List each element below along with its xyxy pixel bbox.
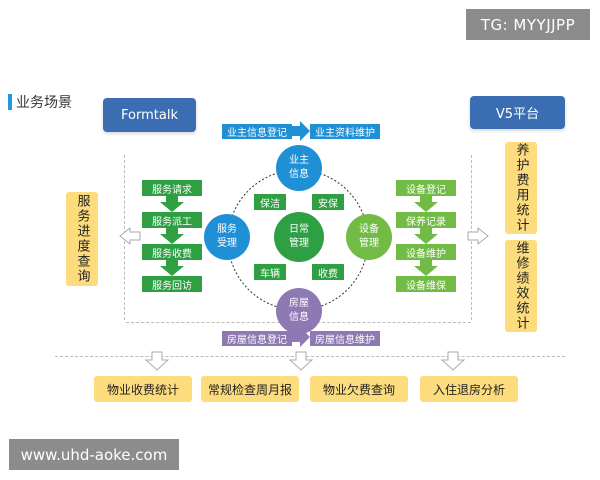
equipment-circle: 设备 管理 xyxy=(346,214,392,260)
service-step-charge: 服务收费 xyxy=(142,244,202,260)
service-progress-query-box: 服务进度查询 xyxy=(66,192,98,286)
maintenance-cost-stats-box: 养护费用统计 xyxy=(505,142,537,234)
house-maintain-tag: 房屋信息维护 xyxy=(310,331,380,346)
right-arrow xyxy=(467,226,489,246)
daily-tag-security: 安保 xyxy=(312,194,344,210)
bottom-box-arrears-query: 物业欠费查询 xyxy=(310,376,408,402)
daily-tag-cleaning: 保洁 xyxy=(254,194,286,210)
tg-watermark: TG: MYYJJPP xyxy=(466,9,590,40)
equipment-step-maintain: 设备维护 xyxy=(396,244,456,260)
bottom-box-inspection-report: 常规检查周月报 xyxy=(201,376,299,402)
bottom-box-move-analysis: 入住退房分析 xyxy=(420,376,518,402)
service-step-request: 服务请求 xyxy=(142,180,202,196)
equipment-down-arrow-1 xyxy=(414,196,438,212)
section-accent-bar xyxy=(8,94,12,110)
daily-management-circle: 日常 管理 xyxy=(274,212,324,262)
equipment-down-arrow-2 xyxy=(414,228,438,244)
service-down-arrow-2 xyxy=(160,228,184,244)
owner-maintain-tag: 业主资料维护 xyxy=(310,124,380,139)
bottom-arrow-2 xyxy=(288,351,314,371)
service-circle: 服务 受理 xyxy=(204,214,250,260)
bottom-box-fee-stats: 物业收费统计 xyxy=(94,376,192,402)
owner-arrow xyxy=(290,121,310,141)
bottom-arrow-3 xyxy=(440,351,466,371)
formtalk-box: Formtalk xyxy=(103,98,196,132)
repair-performance-stats-box: 维修绩效统计 xyxy=(505,240,537,332)
service-step-visit: 服务回访 xyxy=(142,276,202,292)
service-step-dispatch: 服务派工 xyxy=(142,212,202,228)
section-title: 业务场景 xyxy=(16,95,72,111)
equipment-step-register: 设备登记 xyxy=(396,180,456,196)
equipment-step-service: 设备维保 xyxy=(396,276,456,292)
bottom-divider xyxy=(55,356,565,357)
equipment-down-arrow-3 xyxy=(414,260,438,276)
daily-tag-charge: 收费 xyxy=(312,264,344,280)
house-register-tag: 房屋信息登记 xyxy=(222,331,292,346)
owner-info-circle: 业主 信息 xyxy=(276,145,322,191)
owner-register-tag: 业主信息登记 xyxy=(222,124,292,139)
service-down-arrow-1 xyxy=(160,196,184,212)
bottom-arrow-1 xyxy=(144,351,170,371)
site-watermark: www.uhd-aoke.com xyxy=(9,439,179,470)
daily-tag-vehicle: 车辆 xyxy=(254,264,286,280)
v5-platform-box: V5平台 xyxy=(470,96,565,129)
left-arrow xyxy=(119,226,141,246)
house-info-circle: 房屋 信息 xyxy=(276,288,322,334)
service-down-arrow-3 xyxy=(160,260,184,276)
equipment-step-record: 保养记录 xyxy=(396,212,456,228)
